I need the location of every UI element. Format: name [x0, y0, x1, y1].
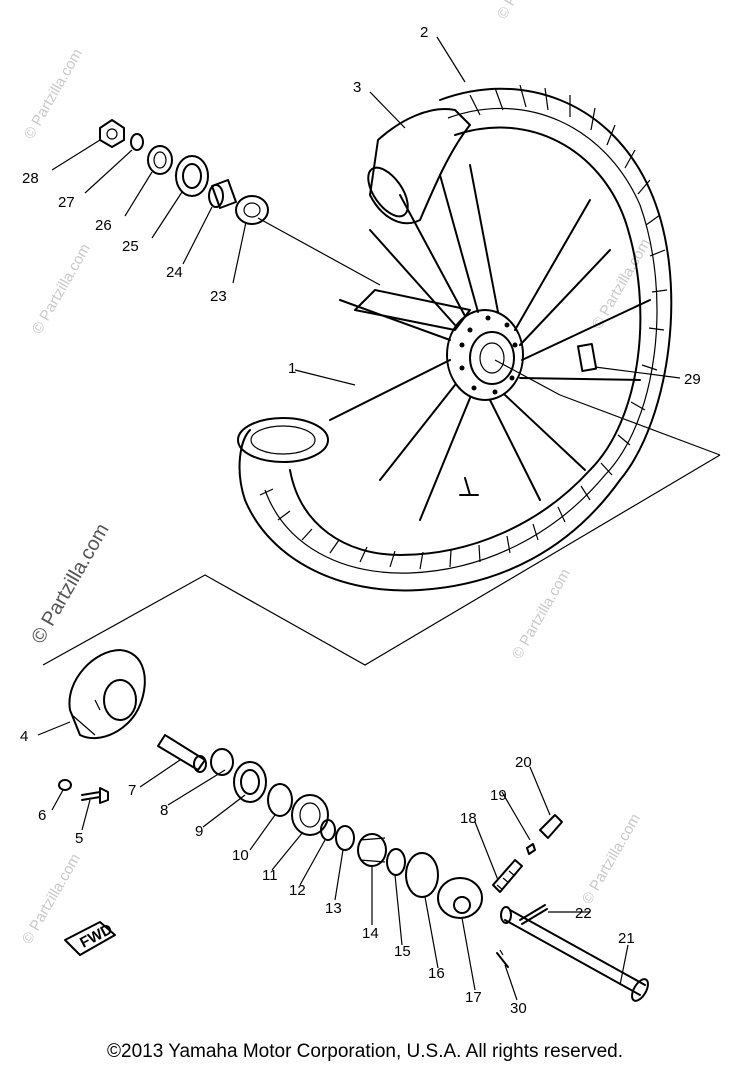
callout-12: 12 [289, 882, 306, 899]
bolt-5 [81, 787, 109, 804]
callout-18: 18 [460, 810, 477, 827]
callout-20: 20 [515, 754, 532, 771]
brake-plate-4 [68, 649, 146, 740]
tire-outline [238, 87, 673, 592]
callout-1: 1 [288, 360, 296, 377]
watermark: © Partzilla.com [494, 0, 559, 22]
tire-tread-line [264, 107, 658, 574]
callout-24: 24 [166, 264, 183, 281]
callout-29: 29 [684, 371, 701, 388]
tire-inner-rim [289, 126, 642, 556]
callout-7: 7 [128, 782, 136, 799]
exploded-view-drawing: © Partzilla.com © Partzilla.com © Partzi… [19, 0, 721, 1017]
valve-stem [459, 477, 479, 496]
callout-10: 10 [232, 847, 249, 864]
pinion-18 [492, 859, 523, 893]
watermark: © Partzilla.com [509, 566, 574, 662]
watermark: © Partzilla.com [589, 236, 654, 332]
tire-cross-section [237, 417, 329, 463]
hub-flange [446, 309, 524, 401]
nut-28-hole [106, 128, 118, 140]
plate-11 [291, 794, 329, 836]
ring-13 [335, 825, 355, 851]
seal-26 [147, 145, 173, 175]
callouts: 28 27 26 25 24 23 2 3 1 29 4 7 8 9 10 11… [20, 24, 701, 1017]
watermark-main: © Partzilla.com [27, 520, 113, 648]
lower-parts [58, 649, 649, 1002]
bearing-9 [233, 761, 267, 803]
callout-8: 8 [160, 802, 168, 819]
callout-28: 28 [22, 170, 39, 187]
callout-22: 22 [575, 905, 592, 922]
callout-11: 11 [262, 867, 278, 884]
hub-bearing [479, 342, 505, 374]
inner-tube [369, 108, 471, 225]
callout-27: 27 [58, 194, 75, 211]
pin-30 [496, 952, 509, 968]
callout-9: 9 [195, 823, 203, 840]
watermark: © Partzilla.com [29, 241, 94, 337]
washer-19 [526, 843, 536, 855]
callout-6: 6 [38, 807, 46, 824]
watermark: © Partzilla.com [579, 811, 644, 907]
callout-25: 25 [122, 238, 139, 255]
hub-bolts [459, 315, 518, 395]
watermark: © Partzilla.com [19, 851, 84, 947]
clutch-23 [235, 195, 269, 225]
collar-8 [210, 748, 234, 776]
copyright-notice: ©2013 Yamaha Motor Corporation, U.S.A. A… [107, 1041, 623, 1062]
bushing-20 [539, 814, 563, 839]
assembly-guide-box [42, 394, 721, 666]
housing-17 [437, 877, 483, 919]
callout-21: 21 [618, 930, 635, 947]
callout-26: 26 [95, 217, 112, 234]
leader-lines [37, 36, 681, 1001]
washer-27 [130, 133, 144, 151]
cotter-pin-22 [519, 904, 548, 925]
callout-23: 23 [210, 288, 227, 305]
watermark: © Partzilla.com [21, 46, 86, 142]
washer-12 [320, 819, 336, 841]
tire-tread [259, 84, 668, 570]
callout-14: 14 [362, 925, 379, 942]
callout-19: 19 [490, 787, 507, 804]
washer-6 [58, 779, 72, 791]
nut-28 [99, 119, 125, 148]
fwd-badge: FWD [64, 921, 116, 956]
wheel-spokes [329, 164, 651, 521]
axle-guide-line [257, 217, 561, 396]
callout-30: 30 [510, 1000, 527, 1017]
wheel-assembly [237, 84, 673, 592]
callout-3: 3 [353, 79, 361, 96]
tube-flap [577, 342, 598, 373]
callout-5: 5 [75, 830, 83, 847]
upper-parts [99, 119, 269, 225]
inner-tube-end [367, 166, 409, 218]
callout-13: 13 [325, 900, 342, 917]
fwd-label: FWD [77, 921, 115, 952]
callout-17: 17 [465, 989, 482, 1006]
collar-24 [211, 179, 237, 209]
callout-4: 4 [20, 728, 28, 745]
seal-10 [267, 783, 293, 817]
drum-guide [354, 289, 471, 331]
tire-cross-section-inner [250, 425, 316, 455]
seal-16 [405, 852, 439, 898]
callout-15: 15 [394, 943, 411, 960]
callout-2: 2 [420, 24, 428, 41]
spacer-7 [157, 734, 206, 771]
washer-15 [386, 848, 406, 876]
hub-center [469, 331, 515, 385]
callout-16: 16 [428, 965, 445, 982]
bearing-25 [175, 155, 209, 197]
